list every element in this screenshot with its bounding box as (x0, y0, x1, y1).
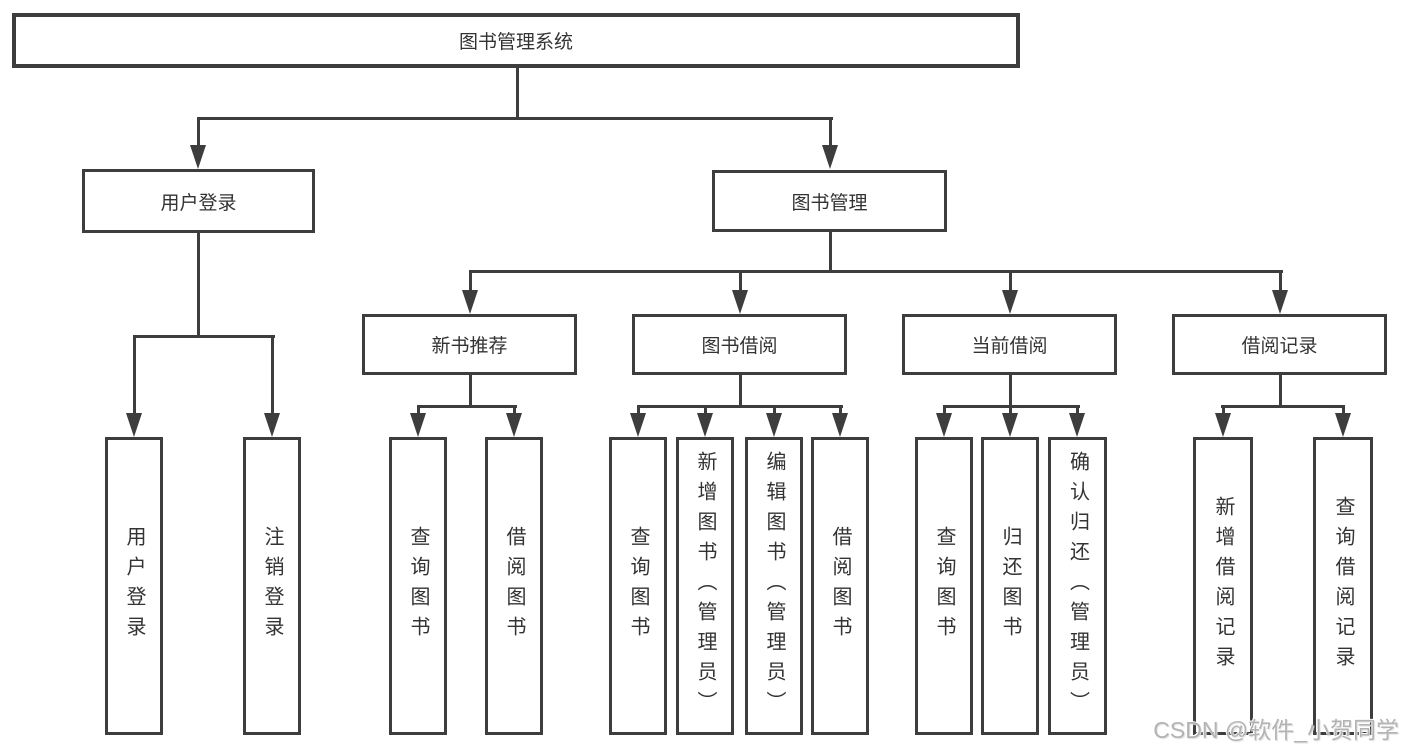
leaf-borrow-books-borrowing: 借阅图书 (811, 437, 869, 735)
leaf-logout: 注销登录 (243, 437, 301, 735)
arrow-down-icon (1335, 413, 1351, 437)
node-new-book-recommend-label: 新书推荐 (431, 336, 508, 357)
connector-book-mgmt-drop (829, 117, 832, 145)
leaf-borrow-books-recommend: 借阅图书 (485, 437, 543, 735)
node-library-system-label: 图书管理系统 (458, 32, 573, 53)
leaf-query-books-recommend-label: 查询图书 (407, 526, 429, 646)
leaf-add-borrow-record-label: 新增借阅记录 (1212, 496, 1234, 676)
connector-book-borrow-drop (739, 270, 742, 290)
connector-leaf-drop (513, 405, 516, 413)
leaf-edit-books-admin: 编辑图书（管理员） (745, 437, 803, 735)
connector-leaf-drop (943, 405, 946, 413)
node-book-borrowing-label: 图书借阅 (701, 336, 778, 357)
connector-new-book-stem (469, 375, 472, 405)
arrow-down-icon (630, 413, 646, 437)
leaf-return-books-label: 归还图书 (999, 526, 1021, 646)
leaf-user-login: 用户登录 (105, 437, 163, 735)
leaf-borrow-books-recommend-label: 借阅图书 (503, 526, 525, 646)
arrow-down-icon (1272, 290, 1288, 314)
node-user-login: 用户登录 (82, 169, 315, 233)
arrow-down-icon (462, 290, 478, 314)
leaf-query-books-current: 查询图书 (915, 437, 973, 735)
leaf-query-books-current-label: 查询图书 (933, 526, 955, 646)
node-book-borrowing: 图书借阅 (632, 314, 847, 375)
connector-leaf-drop (839, 405, 842, 413)
arrow-down-icon (766, 413, 782, 437)
leaf-return-books: 归还图书 (981, 437, 1039, 735)
connector-leaf-drop (1009, 405, 1012, 413)
node-book-management: 图书管理 (712, 170, 947, 232)
arrow-down-icon (697, 413, 713, 437)
arrow-down-icon (732, 290, 748, 314)
leaf-query-borrow-record: 查询借阅记录 (1313, 437, 1373, 735)
node-current-borrowing: 当前借阅 (902, 314, 1117, 375)
connector-leaf-drop (704, 405, 707, 413)
arrow-down-icon (832, 413, 848, 437)
connector-book-borrow-stem (739, 375, 742, 405)
arrow-down-icon (190, 145, 206, 169)
connector-borrow-record-drop (1279, 270, 1282, 290)
connector-book-borrow-crossbar (637, 405, 843, 408)
connector-leaf-login-drop (133, 335, 136, 413)
connector-leaf-drop (417, 405, 420, 413)
arrow-down-icon (410, 413, 426, 437)
arrow-down-icon (822, 145, 838, 169)
connector-leaf-drop (1222, 405, 1225, 413)
leaf-query-borrow-record-label: 查询借阅记录 (1332, 496, 1354, 676)
leaf-confirm-return-admin: 确认归还（管理员） (1048, 437, 1107, 735)
arrow-down-icon (1069, 413, 1085, 437)
leaf-query-books-recommend: 查询图书 (389, 437, 447, 735)
connector-root-stem (516, 68, 519, 117)
connector-leaf-drop (1342, 405, 1345, 413)
node-book-management-label: 图书管理 (791, 192, 868, 214)
connector-borrow-record-crossbar (1221, 405, 1345, 408)
leaf-query-books-borrowing-label: 查询图书 (627, 526, 649, 646)
connector-user-login-stem (197, 233, 200, 335)
leaf-borrow-books-borrowing-label: 借阅图书 (829, 526, 851, 646)
arrow-down-icon (936, 413, 952, 437)
connector-user-login-crossbar (133, 335, 275, 338)
connector-new-book-drop (469, 270, 472, 290)
arrow-down-icon (1215, 413, 1231, 437)
leaf-add-books-admin-label: 新增图书（管理员） (694, 451, 716, 721)
connector-user-login-drop (197, 117, 200, 145)
connector-root-crossbar (197, 117, 833, 120)
connector-leaf-drop (637, 405, 640, 413)
leaf-user-login-label: 用户登录 (123, 526, 145, 646)
connector-current-borrow-stem (1009, 375, 1012, 405)
arrow-down-icon (126, 413, 142, 437)
node-new-book-recommend: 新书推荐 (362, 314, 577, 375)
node-user-login-label: 用户登录 (160, 192, 237, 214)
arrow-down-icon (1002, 413, 1018, 437)
leaf-add-books-admin: 新增图书（管理员） (676, 437, 734, 735)
connector-leaf-drop (773, 405, 776, 413)
node-library-system: 图书管理系统 (12, 13, 1020, 68)
node-current-borrowing-label: 当前借阅 (971, 336, 1048, 357)
node-borrowing-records-label: 借阅记录 (1241, 336, 1318, 357)
connector-borrow-record-stem (1279, 375, 1282, 405)
arrow-down-icon (264, 413, 280, 437)
connector-leaf-logout-drop (271, 335, 274, 413)
connector-current-borrow-drop (1009, 270, 1012, 290)
leaf-add-borrow-record: 新增借阅记录 (1193, 437, 1253, 735)
watermark: CSDN @软件_小贺同学 (1153, 717, 1399, 743)
leaf-query-books-borrowing: 查询图书 (609, 437, 667, 735)
connector-book-mgmt-crossbar (469, 270, 1283, 273)
arrow-down-icon (506, 413, 522, 437)
connector-new-book-crossbar (417, 405, 517, 408)
node-borrowing-records: 借阅记录 (1172, 314, 1387, 375)
arrow-down-icon (1002, 290, 1018, 314)
leaf-confirm-return-admin-label: 确认归还（管理员） (1066, 451, 1089, 721)
leaf-edit-books-admin-label: 编辑图书（管理员） (763, 451, 785, 721)
connector-leaf-drop (1076, 405, 1079, 413)
leaf-logout-label: 注销登录 (261, 526, 283, 646)
connector-book-mgmt-stem (829, 232, 832, 270)
